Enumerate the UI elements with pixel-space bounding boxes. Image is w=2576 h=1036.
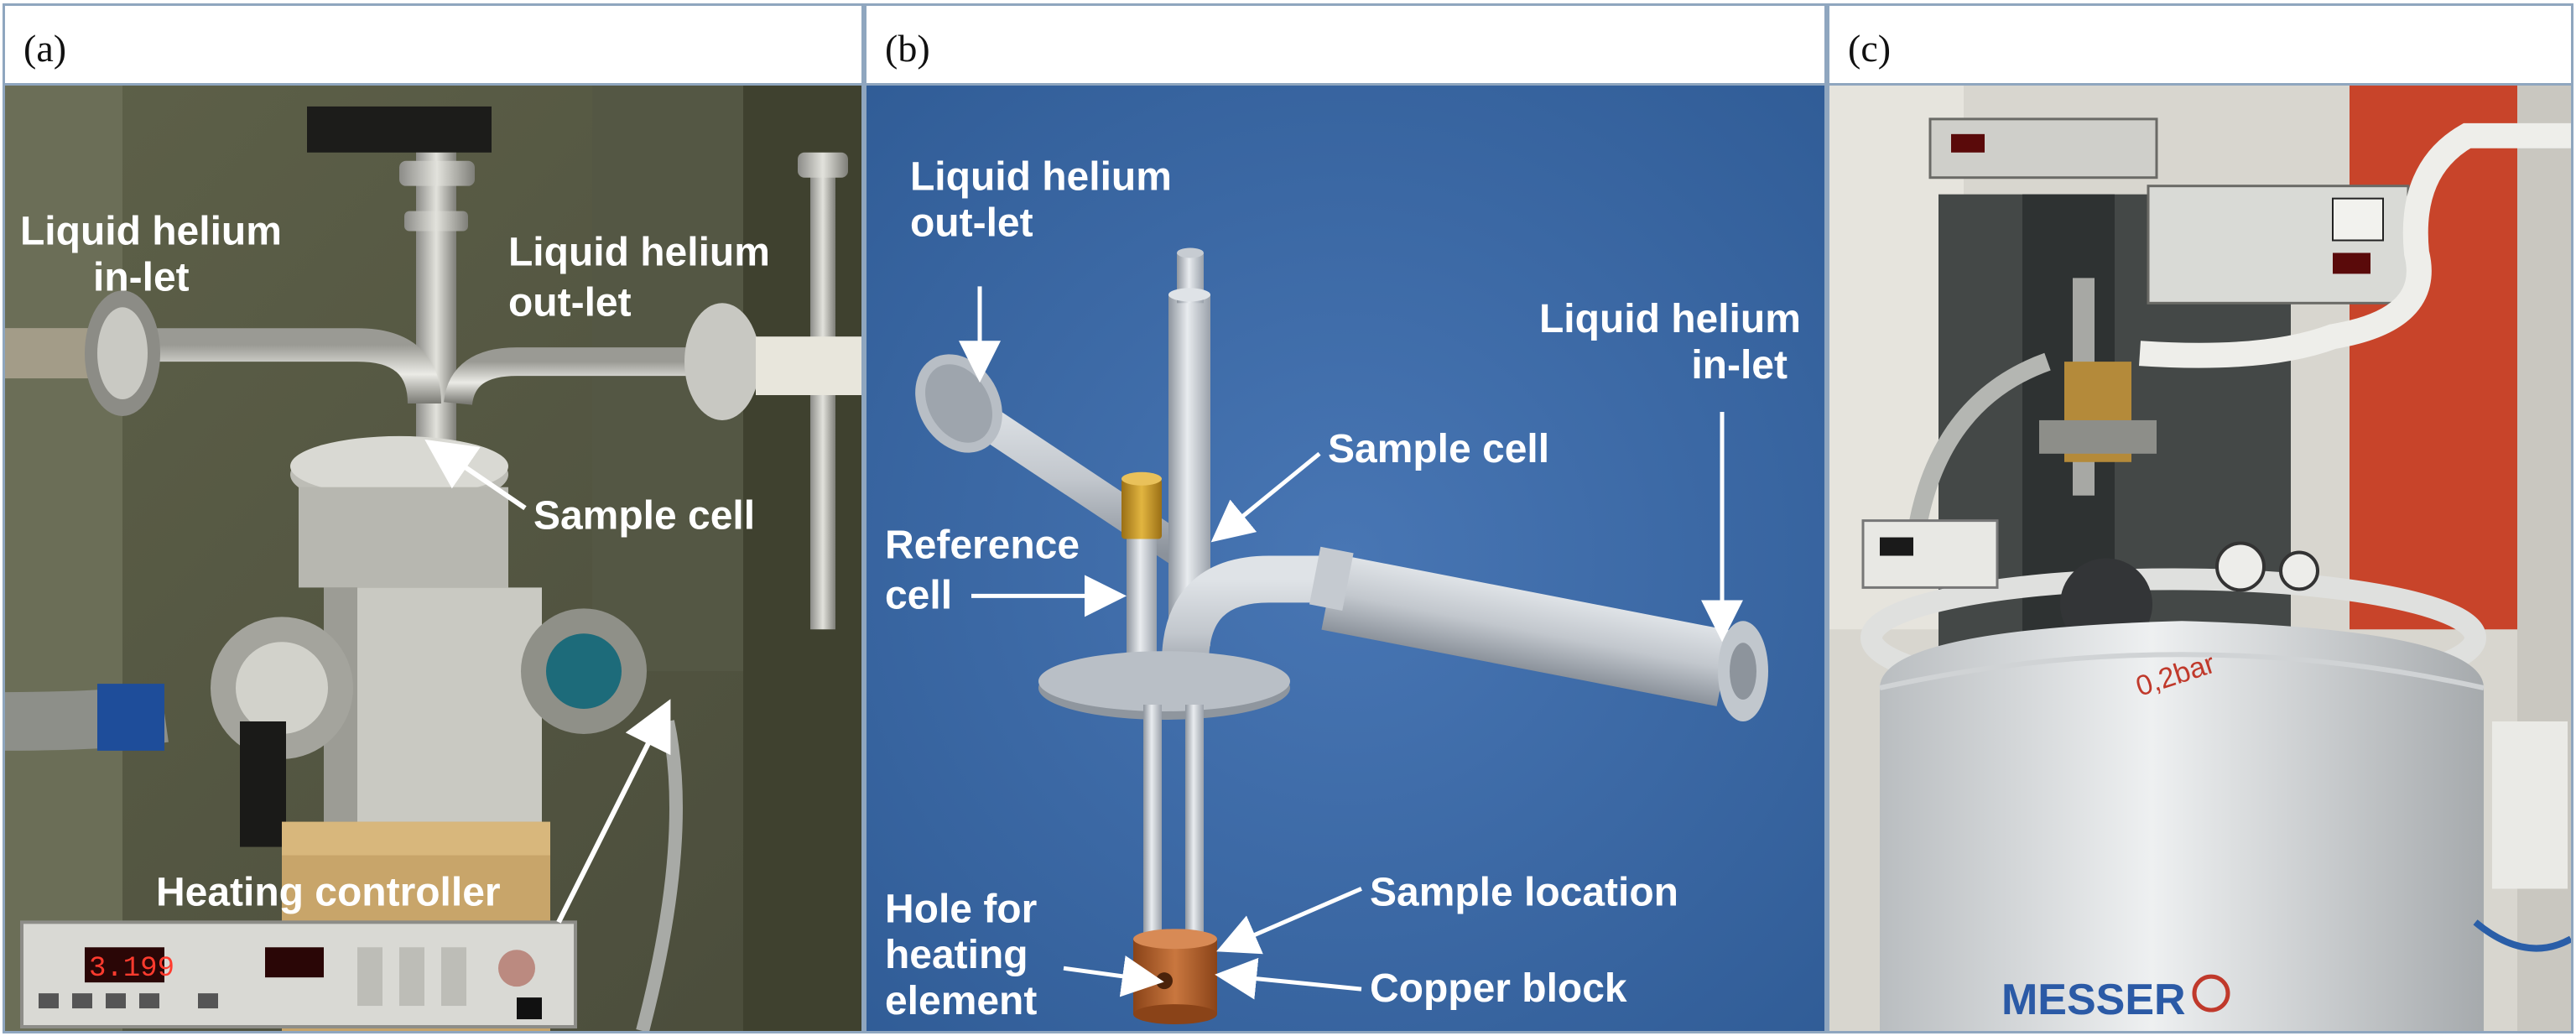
label-copper-block: Copper block: [1370, 966, 1627, 1011]
label-reference-line2: cell: [885, 573, 952, 617]
sample-cell-arrow-b: [1210, 451, 1321, 543]
controller-display: 3.199: [89, 953, 174, 985]
label-inlet-line1: Liquid helium: [20, 210, 282, 254]
panel-c-photo: 0,2bar MESSER: [1829, 86, 2571, 1031]
apparatus-photo: 3.199 Liquid helium in-let Liquid helium…: [5, 86, 861, 1031]
panel-c: (c): [1827, 3, 2573, 1033]
panel-b-diagram: Liquid helium out-let Liquid helium in-l…: [866, 86, 1824, 1031]
label-outlet-line2: out-let: [508, 280, 632, 325]
label-inlet-line2: in-let: [93, 255, 190, 299]
panel-a-photo: 3.199 Liquid helium in-let Liquid helium…: [5, 86, 861, 1031]
label-hole-line3: element: [885, 979, 1037, 1023]
label-sample-location: Sample location: [1370, 870, 1678, 914]
panel-c-letter: (c): [1848, 27, 1892, 70]
dewar-brand: MESSER: [2001, 976, 2186, 1024]
heating-controller-arrow: [556, 699, 671, 924]
label-b-inlet-line1: Liquid helium: [1539, 297, 1801, 341]
copper-block-arrow: [1215, 957, 1362, 1000]
panel-a: (a): [3, 3, 864, 1033]
label-heating-controller: Heating controller: [156, 870, 501, 914]
label-outlet-line1: Liquid helium: [508, 230, 770, 274]
panel-c-header: (c): [1829, 6, 2571, 86]
label-sample-cell: Sample cell: [533, 494, 755, 539]
cell-schematic: Liquid helium out-let Liquid helium in-l…: [866, 86, 1824, 1031]
panel-a-labels: Liquid helium in-let Liquid helium out-l…: [20, 210, 770, 924]
sample-cell-arrow: [424, 439, 527, 511]
panel-b: (b): [864, 3, 1827, 1033]
panel-b-letter: (b): [885, 27, 930, 70]
panel-a-letter: (a): [23, 27, 67, 70]
label-b-outlet-line1: Liquid helium: [910, 155, 1172, 200]
label-hole-line2: heating: [885, 933, 1028, 977]
sample-location-arrow: [1216, 887, 1362, 955]
label-b-sample-cell: Sample cell: [1328, 427, 1549, 471]
panel-a-header: (a): [5, 6, 861, 86]
label-b-outlet-line2: out-let: [910, 201, 1033, 246]
hole-arrow: [1063, 955, 1164, 997]
label-hole-line1: Hole for: [885, 887, 1037, 931]
panel-b-header: (b): [866, 6, 1824, 86]
label-reference-line1: Reference: [885, 523, 1080, 568]
label-b-inlet-line2: in-let: [1691, 343, 1788, 388]
dewar-photo: 0,2bar MESSER: [1829, 86, 2571, 1031]
panel-b-labels: Liquid helium out-let Liquid helium in-l…: [885, 155, 1801, 1023]
